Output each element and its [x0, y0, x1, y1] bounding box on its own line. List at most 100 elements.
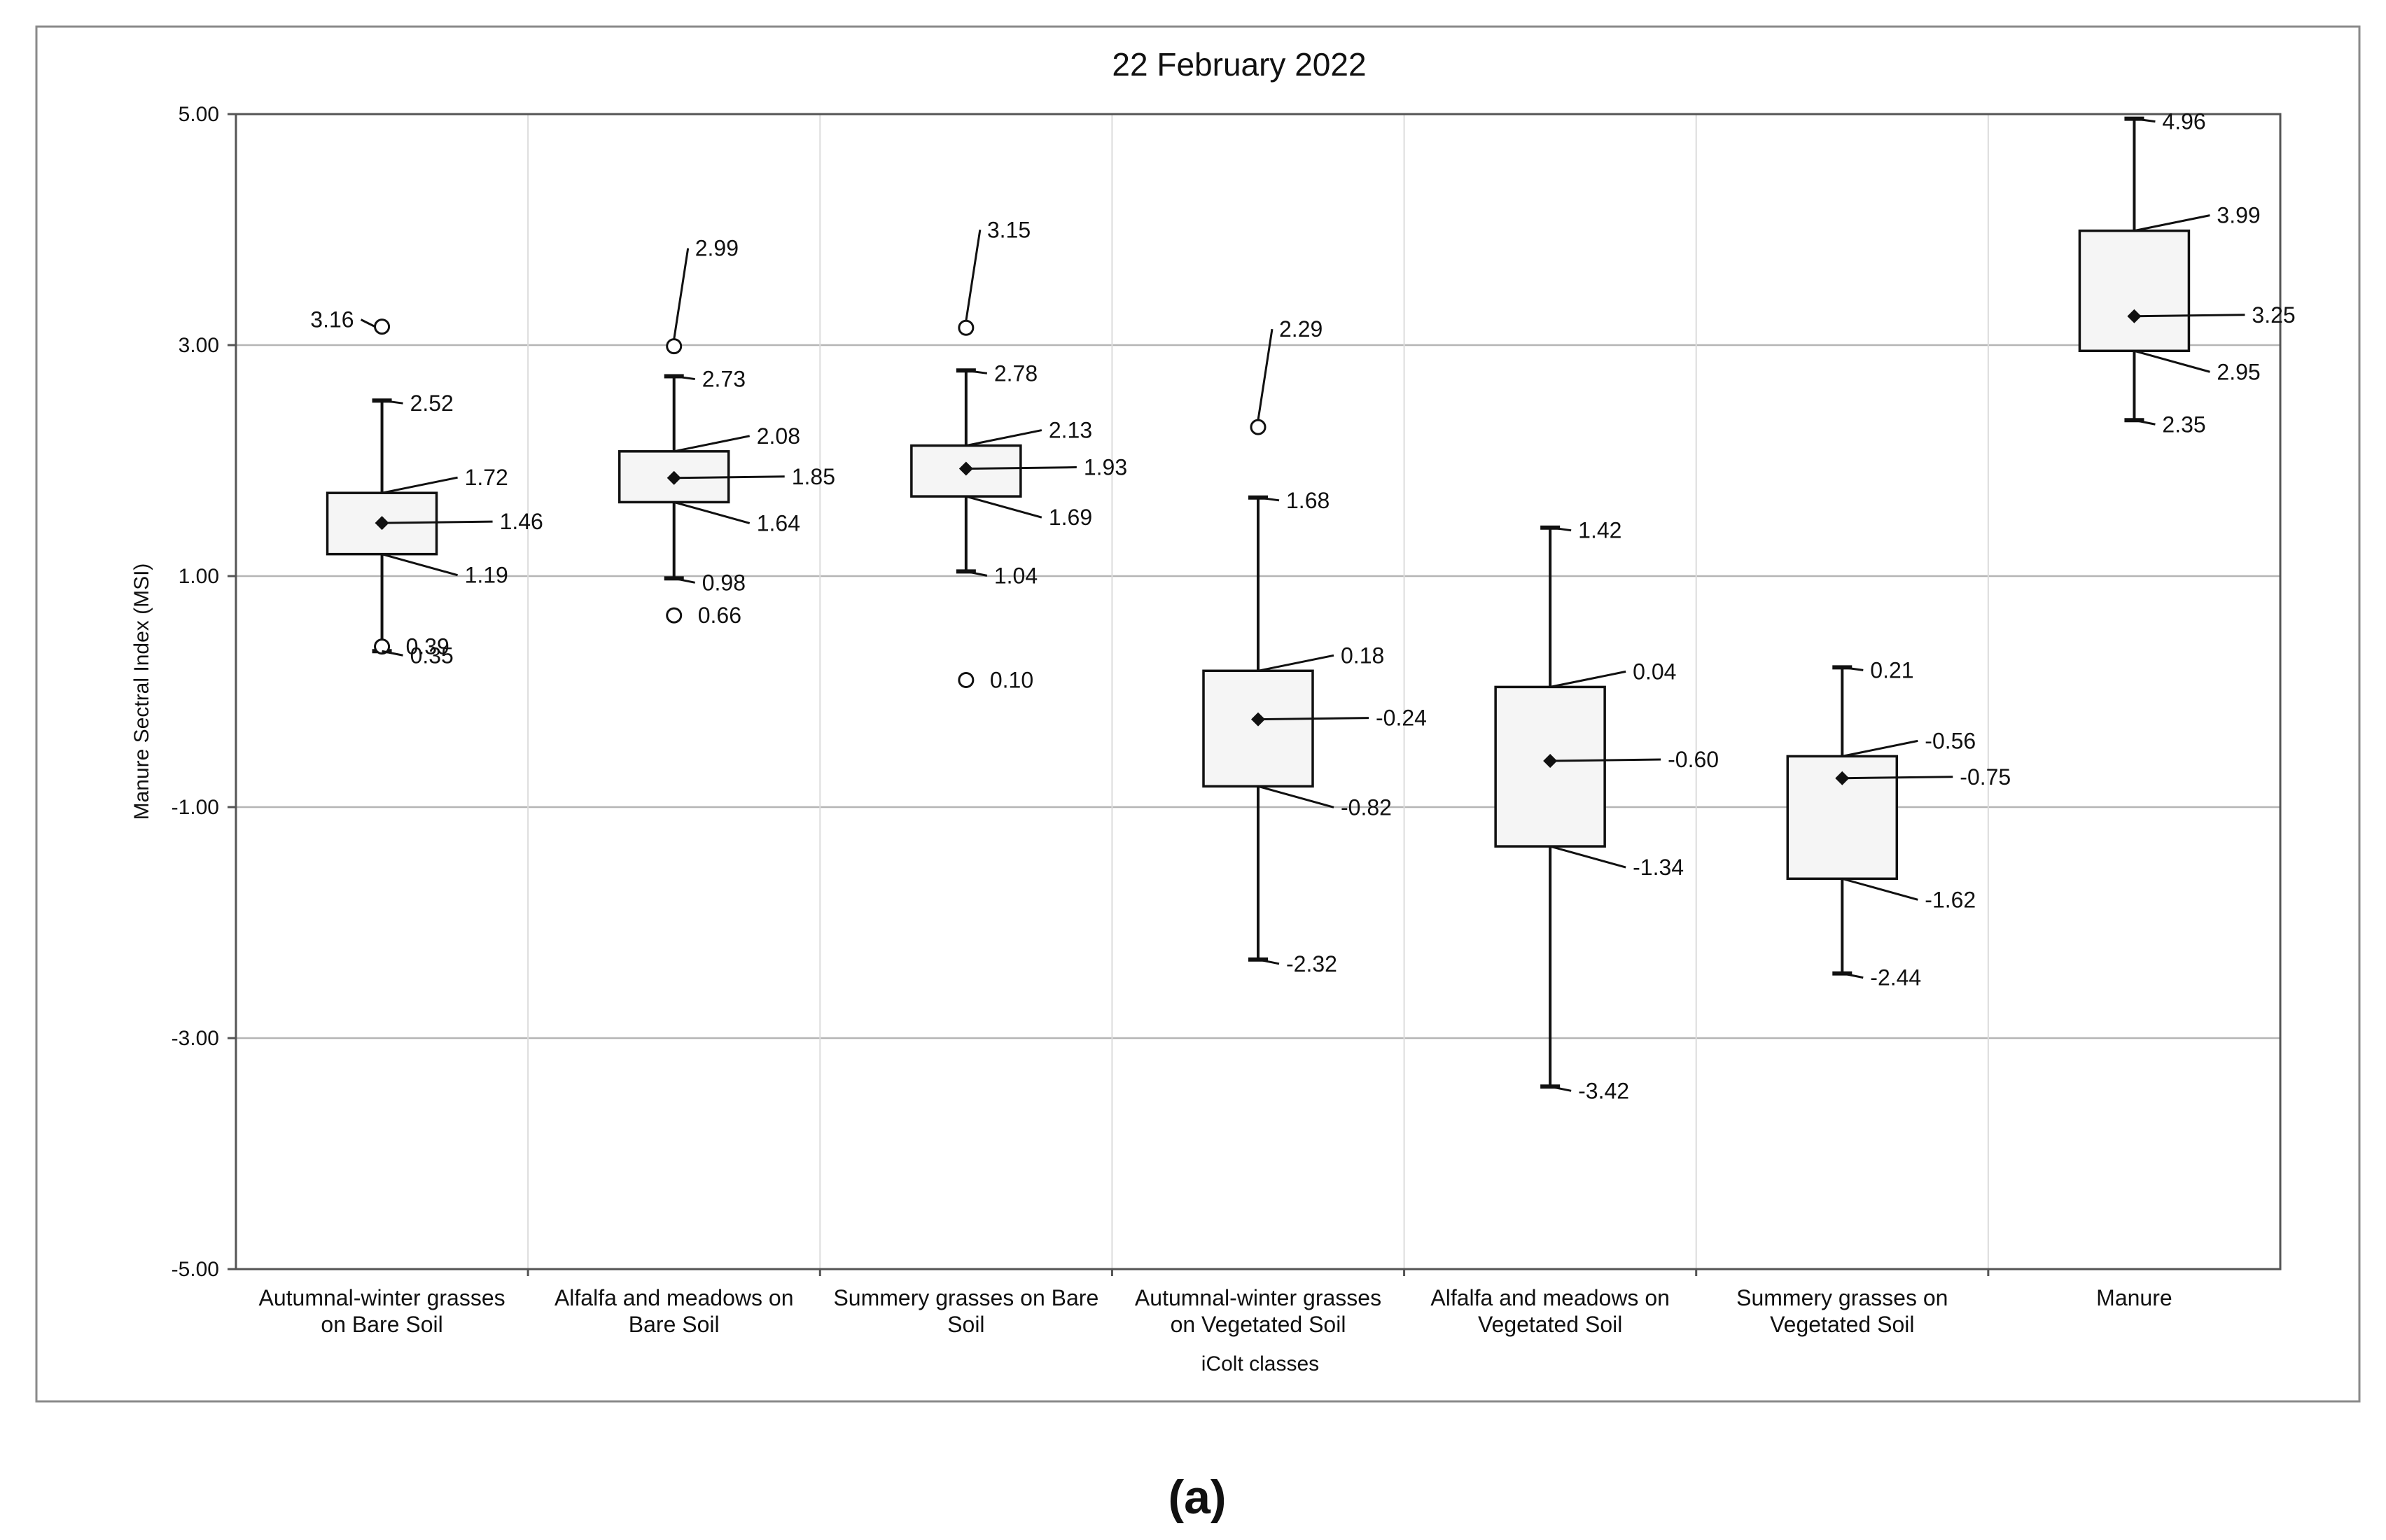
data-label: -0.75 [1960, 764, 2011, 790]
label-leader [382, 520, 493, 524]
data-label: 1.72 [465, 465, 508, 490]
data-label: 0.66 [698, 603, 741, 628]
label-leader [1257, 785, 1334, 808]
data-label: -0.82 [1341, 794, 1392, 820]
data-label: 2.78 [994, 360, 1038, 386]
label-leader [382, 553, 458, 577]
data-label: 1.04 [994, 563, 1038, 588]
iqr-box [910, 444, 1022, 498]
outlier-point [666, 607, 683, 624]
label-leader [965, 466, 1077, 470]
label-leader [965, 429, 1042, 447]
data-label: 2.95 [2217, 359, 2260, 384]
data-label: -0.60 [1668, 747, 1719, 772]
data-label: 3.16 [310, 307, 354, 332]
label-leader [1257, 496, 1280, 502]
data-label: 2.08 [757, 424, 800, 449]
data-label: 0.21 [1870, 657, 1913, 682]
data-labels-layer: 2.52 1.72 1.46 1.19 0.35 3.16 0.39 2.73 2.08 1.85… [310, 109, 2295, 1104]
data-label: 1.42 [1578, 518, 1621, 543]
data-label: 0.39 [406, 634, 449, 659]
label-leader [1257, 958, 1280, 965]
data-label: -2.44 [1870, 965, 1921, 990]
data-label: 1.85 [792, 464, 835, 489]
label-leader [1549, 1085, 1572, 1092]
data-label: -2.32 [1286, 951, 1337, 976]
data-label: 3.15 [987, 217, 1031, 242]
data-label: -0.56 [1925, 728, 1976, 753]
data-label: -3.42 [1578, 1078, 1629, 1103]
y-tick-label: -1.00 [172, 796, 219, 819]
label-leader [965, 230, 982, 321]
label-leader [1257, 717, 1369, 721]
outlier-point [1250, 419, 1267, 435]
label-leader [965, 369, 988, 374]
chart-title: 22 February 2022 [1112, 46, 1366, 83]
label-leader [1842, 776, 1953, 780]
label-leader [1257, 654, 1334, 672]
data-label: 1.93 [1084, 455, 1127, 480]
data-label: 1.64 [757, 510, 800, 536]
data-label: 3.99 [2217, 203, 2260, 228]
data-label: 0.04 [1633, 659, 1676, 684]
label-leader [1257, 328, 1274, 421]
label-leader [674, 435, 751, 453]
outlier-point [958, 319, 975, 336]
label-leader [2134, 349, 2210, 373]
label-leader [1549, 670, 1626, 688]
label-leader [1841, 972, 1864, 979]
data-label: 4.96 [2162, 109, 2205, 134]
data-label: 2.73 [702, 367, 746, 392]
data-label: 2.29 [1279, 316, 1323, 342]
data-label: 0.98 [702, 570, 746, 595]
chart-frame [35, 25, 2361, 1403]
y-tick-label: 5.00 [179, 103, 219, 126]
label-leader [382, 399, 403, 405]
data-label: -1.62 [1925, 887, 1976, 912]
outlier-point [374, 318, 391, 335]
data-label: 0.35 [410, 643, 454, 668]
outlier-point [666, 338, 683, 355]
data-label: 0.18 [1341, 643, 1384, 668]
label-leader [2134, 314, 2245, 318]
data-label: -0.24 [1376, 706, 1427, 731]
label-leader [1841, 877, 1918, 901]
label-leader [2134, 118, 2156, 123]
data-label: 0.10 [990, 668, 1033, 693]
data-label: 2.35 [2162, 412, 2205, 437]
label-leader [382, 476, 458, 494]
data-label: 3.25 [2252, 302, 2295, 328]
label-leader [1550, 758, 1661, 762]
data-label: 1.68 [1286, 488, 1330, 513]
label-leader [965, 495, 1042, 519]
label-leader [2134, 419, 2156, 426]
data-label: 2.52 [410, 391, 454, 416]
outlier-point [374, 638, 391, 655]
label-leader [674, 500, 751, 524]
figure-caption: (a) [1168, 1471, 1226, 1524]
y-axis-title: Manure Sectral Index (MSI) [130, 564, 153, 820]
label-leader [674, 375, 695, 381]
label-leader [1549, 526, 1572, 532]
label-leader [2134, 214, 2210, 232]
data-label: 2.13 [1049, 418, 1092, 443]
data-label: 1.46 [500, 509, 543, 534]
y-tick-label: -3.00 [172, 1027, 219, 1050]
y-tick-labels: 5.003.001.00-1.00-3.00-5.00 [172, 103, 219, 1281]
label-leader [965, 570, 988, 577]
iqr-box [2078, 229, 2191, 352]
label-leader [673, 248, 690, 340]
outlier-point [958, 672, 975, 688]
x-axis-title: iColt classes [1201, 1352, 1319, 1376]
iqr-box [1202, 669, 1314, 788]
boxes-layer [326, 116, 2191, 1089]
label-leader [674, 577, 696, 584]
y-tick-label: 3.00 [179, 334, 219, 357]
data-label: 1.19 [465, 563, 508, 588]
